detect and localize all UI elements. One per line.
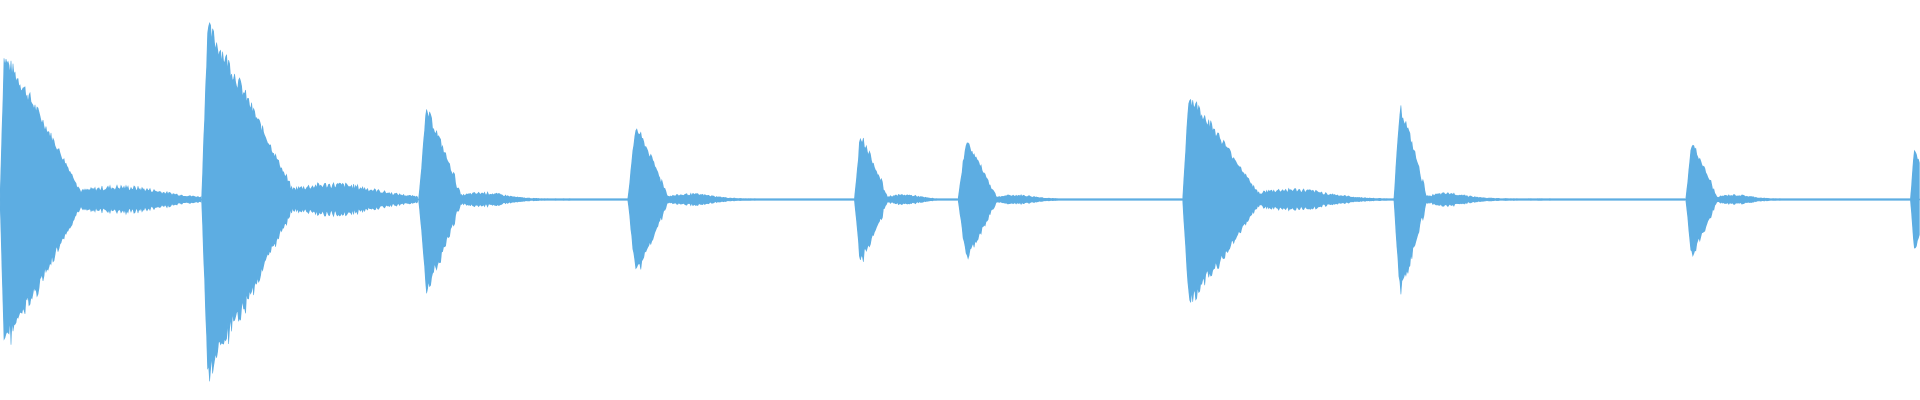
waveform-transient: [1910, 149, 1920, 249]
waveform-transient: [1182, 98, 1394, 303]
waveform-transient: [1685, 144, 1911, 258]
waveform-transient: [1393, 105, 1686, 295]
waveform-transient: [201, 22, 418, 382]
waveform-transient: [418, 109, 628, 294]
waveform-transient: [0, 58, 202, 345]
waveform-segments: [0, 22, 1920, 382]
waveform-transient: [957, 142, 1183, 260]
waveform-transient: [627, 128, 855, 270]
waveform-transient: [854, 137, 958, 262]
